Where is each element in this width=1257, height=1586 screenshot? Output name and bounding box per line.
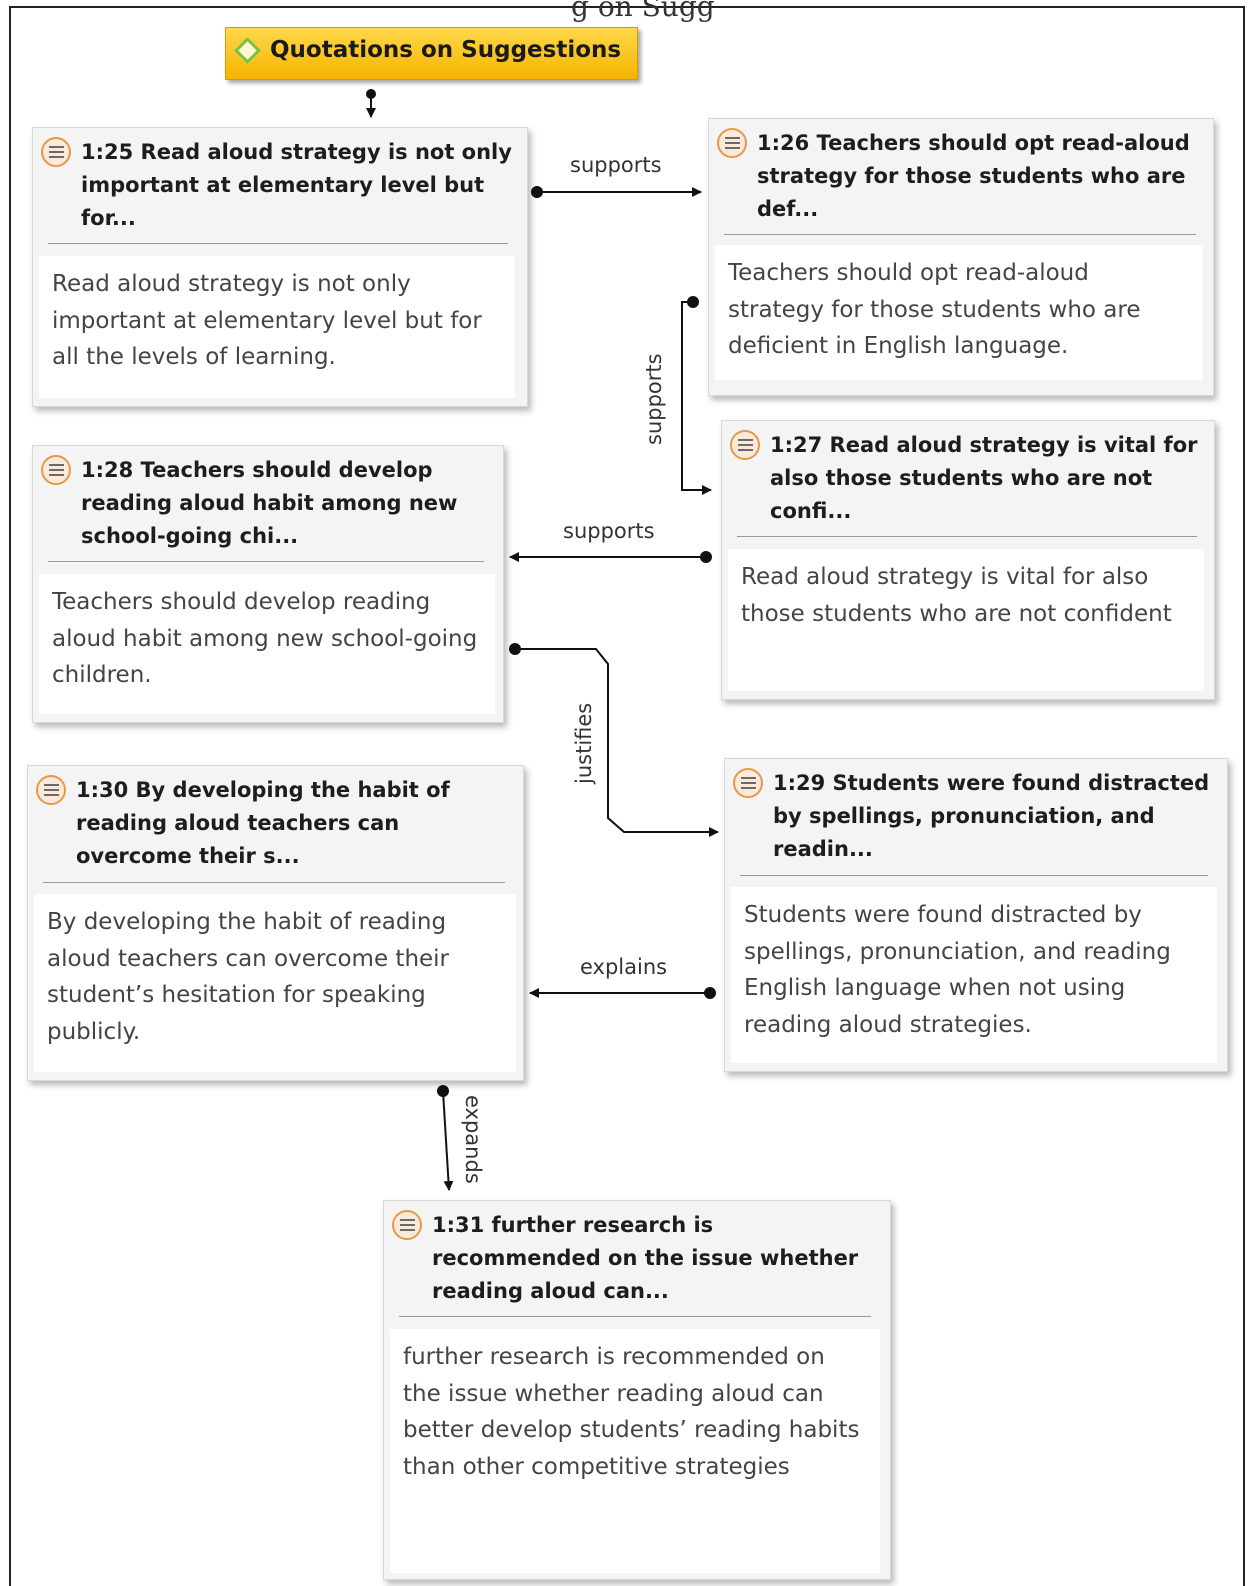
divider: [740, 875, 1208, 876]
code-diamond-icon: [234, 37, 261, 64]
link-supports-127-128[interactable]: supports: [509, 519, 712, 563]
link-label: expands: [461, 1095, 485, 1184]
link-label: explains: [580, 955, 667, 979]
quotation-icon: [717, 128, 747, 158]
frame: g on Sugg: [9, 0, 1245, 1586]
node-title: 1:30 By developing the habit of reading …: [76, 778, 450, 868]
quotation-node-1-27[interactable]: 1:27 Read aloud strategy is vital for al…: [721, 420, 1215, 700]
quotation-node-1-30[interactable]: 1:30 By developing the habit of reading …: [27, 765, 524, 1081]
divider: [48, 243, 508, 244]
link-justifies-128-129[interactable]: justifies: [509, 643, 719, 837]
link-explains-129-130[interactable]: explains: [529, 955, 716, 999]
node-title: 1:27 Read aloud strategy is vital for al…: [770, 433, 1198, 523]
link-label: supports: [570, 153, 662, 177]
node-body: By developing the habit of reading aloud…: [34, 894, 516, 1072]
root-code-node[interactable]: Quotations on Suggestions: [225, 27, 638, 80]
quotation-icon: [36, 775, 66, 805]
link-expands-130-131[interactable]: expands: [437, 1085, 485, 1191]
node-body: Teachers should develop reading aloud ha…: [39, 574, 495, 714]
page-heading-fragment: g on Sugg: [571, 0, 715, 23]
node-title: 1:25 Read aloud strategy is not only imp…: [81, 140, 512, 230]
node-title: 1:26 Teachers should opt read-aloud stra…: [757, 131, 1190, 221]
node-title: 1:28 Teachers should develop reading alo…: [81, 458, 458, 548]
node-title: 1:31 further research is recommended on …: [432, 1213, 859, 1303]
quotation-node-1-26[interactable]: 1:26 Teachers should opt read-aloud stra…: [708, 118, 1214, 396]
link-supports-125-126[interactable]: supports: [531, 153, 702, 198]
quotation-icon: [41, 137, 71, 167]
quotation-icon: [41, 455, 71, 485]
node-body: Teachers should opt read-aloud strategy …: [715, 245, 1203, 380]
divider: [724, 234, 1196, 235]
quotation-icon: [730, 430, 760, 460]
node-body: Read aloud strategy is not only importan…: [39, 256, 515, 398]
divider: [737, 536, 1197, 537]
divider: [399, 1316, 871, 1317]
link-root-to-125[interactable]: [366, 89, 376, 118]
divider: [43, 882, 505, 883]
quotation-icon: [733, 768, 763, 798]
link-label: supports: [642, 353, 666, 445]
link-label: justifies: [572, 703, 596, 785]
quotation-node-1-28[interactable]: 1:28 Teachers should develop reading alo…: [32, 445, 504, 723]
link-label: supports: [563, 519, 655, 543]
node-body: Students were found distracted by spelli…: [731, 887, 1217, 1063]
node-body: Read aloud strategy is vital for also th…: [728, 549, 1204, 691]
quotation-node-1-31[interactable]: 1:31 further research is recommended on …: [383, 1200, 891, 1580]
node-title: 1:29 Students were found distracted by s…: [773, 771, 1210, 861]
root-title: Quotations on Suggestions: [270, 37, 622, 63]
divider: [48, 561, 484, 562]
quotation-node-1-25[interactable]: 1:25 Read aloud strategy is not only imp…: [32, 127, 528, 407]
quotation-icon: [392, 1210, 422, 1240]
link-supports-126-127[interactable]: supports: [642, 296, 712, 495]
node-body: further research is recommended on the i…: [390, 1329, 880, 1573]
quotation-node-1-29[interactable]: 1:29 Students were found distracted by s…: [724, 758, 1228, 1072]
